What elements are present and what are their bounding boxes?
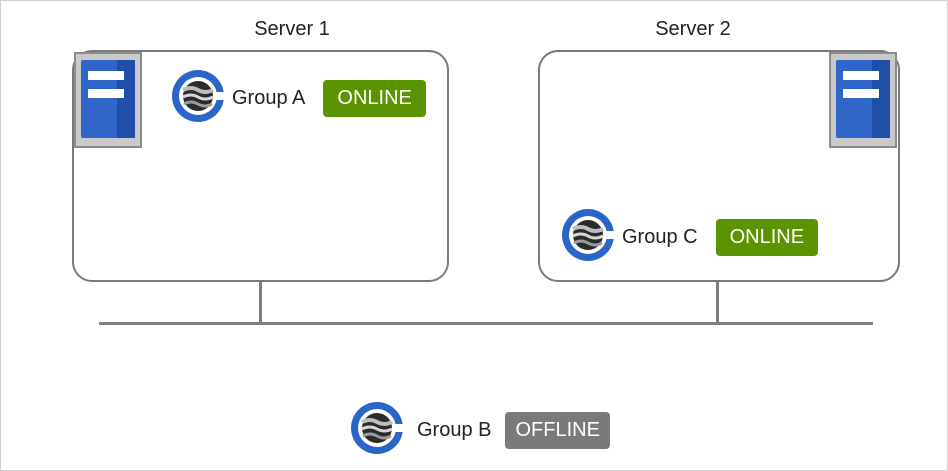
group-b-status-badge: OFFLINE xyxy=(505,411,610,449)
server-icon xyxy=(74,52,142,148)
server-1-title: Server 1 xyxy=(254,18,330,40)
group-b: Group B OFFLINE xyxy=(349,400,610,461)
group-a: Group A ONLINE xyxy=(170,68,426,129)
cluster-group-icon xyxy=(349,400,405,461)
cluster-group-icon xyxy=(170,68,226,129)
group-a-label: Group A xyxy=(232,86,306,109)
network-line xyxy=(99,322,873,325)
server-2-connector xyxy=(716,282,719,324)
server-1-connector xyxy=(259,282,262,324)
group-c-label: Group C xyxy=(622,225,698,248)
group-c-status-badge: ONLINE xyxy=(715,218,819,256)
group-c: Group C ONLINE xyxy=(560,207,819,268)
server-2-title: Server 2 xyxy=(655,18,731,40)
group-a-status-badge: ONLINE xyxy=(323,79,426,117)
server-icon xyxy=(829,52,897,148)
cluster-group-icon xyxy=(560,207,616,268)
group-b-label: Group B xyxy=(417,418,492,441)
